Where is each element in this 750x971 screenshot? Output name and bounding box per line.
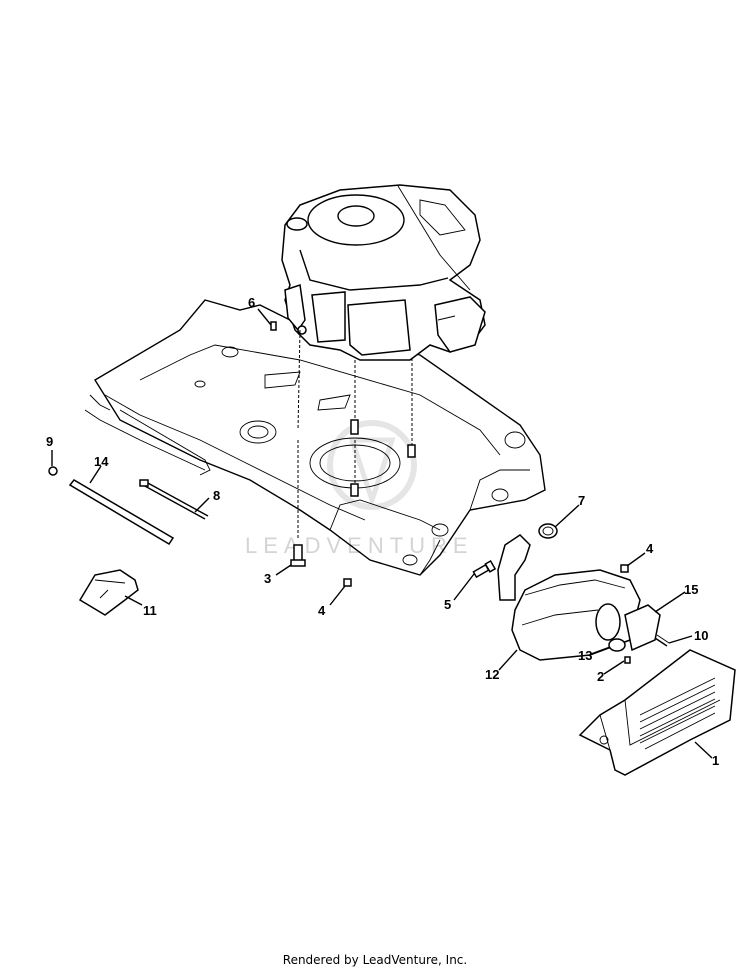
callout-11: 11 [143,603,157,618]
screw-4-right [620,564,629,573]
callout-4-right: 4 [646,541,654,556]
engine [281,184,486,361]
cap-15 [624,604,661,652]
callout-9: 9 [46,434,53,449]
callout-4-left: 4 [318,603,326,618]
bolt-3 [290,544,306,567]
engine-mount-studs [297,329,416,540]
callout-labels: 6 9 14 8 3 4 11 5 7 4 15 10 13 2 12 1 [46,295,719,768]
callout-7: 7 [578,493,585,508]
bracket-11 [78,569,139,616]
heat-shield-slots [639,677,716,750]
callout-5: 5 [444,597,451,612]
callout-3: 3 [264,571,271,586]
callout-13: 13 [578,648,592,663]
callout-6: 6 [248,295,255,310]
pin-10 [654,634,670,647]
callout-1: 1 [712,753,719,768]
gasket-7 [538,523,558,539]
rod-14 [68,479,175,546]
heat-shield-1 [578,649,736,776]
gasket-13 [608,638,626,652]
watermark-logo [327,420,417,510]
callout-10: 10 [694,628,708,643]
watermark-text: LEADVENTURE [245,533,474,558]
muffler-12 [497,534,641,661]
callout-15: 15 [684,582,698,597]
screw-6 [270,321,277,331]
callout-8: 8 [213,488,220,503]
callout-2: 2 [597,669,604,684]
callout-12: 12 [485,667,499,682]
callout-14: 14 [94,454,109,469]
tie-8 [139,479,209,520]
bolt-5 [472,560,497,579]
nut-9 [48,466,58,476]
screw-2 [624,656,631,664]
screw-4-left [343,578,352,587]
callout-leaders [51,308,713,759]
footer-credit: Rendered by LeadVenture, Inc. [282,953,468,967]
